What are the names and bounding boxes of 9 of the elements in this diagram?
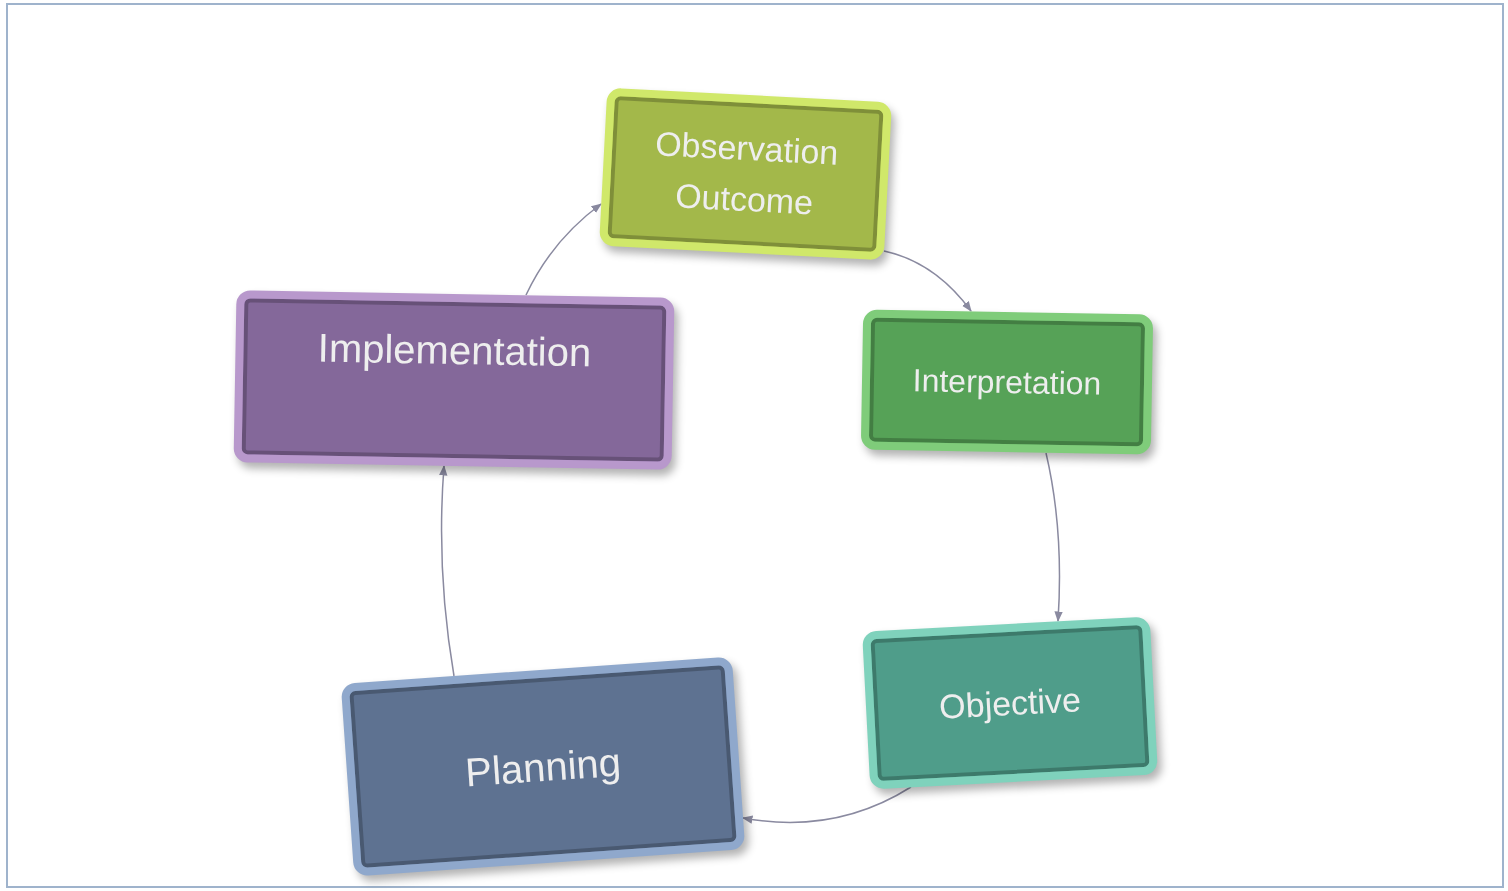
process-box: [860, 309, 1154, 455]
box-label: Observation Outcome: [653, 123, 841, 224]
box-label: Interpretation: [912, 361, 1102, 404]
process-box: [862, 616, 1158, 790]
process-box: [233, 290, 675, 470]
box-label: Planning: [463, 738, 623, 796]
box-label: Objective: [937, 678, 1083, 728]
box-label: Implementation: [317, 324, 592, 377]
process-box: [599, 87, 892, 261]
